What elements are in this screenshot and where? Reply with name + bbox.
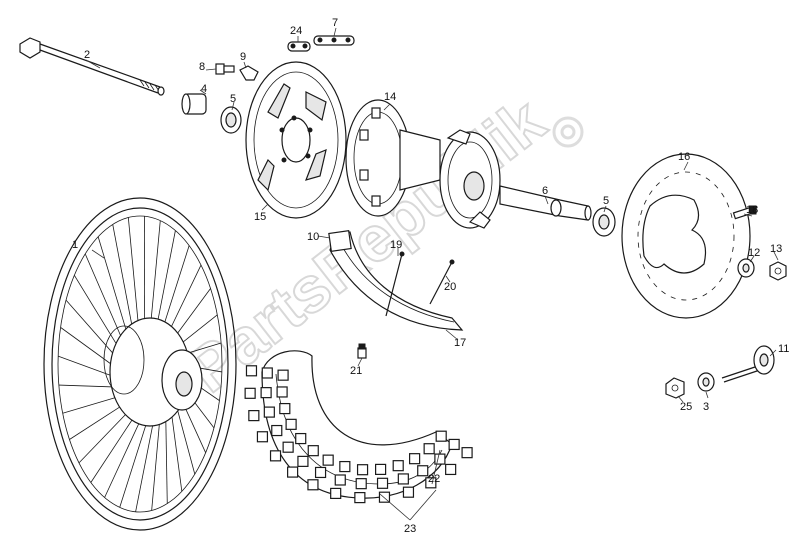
- callout-14: 14: [384, 91, 396, 103]
- tyre-knob: [272, 426, 282, 436]
- part-bearing-right: [593, 208, 615, 236]
- tyre-knob: [331, 488, 341, 498]
- tyre-knob: [446, 464, 456, 474]
- callout-3: 3: [703, 401, 709, 413]
- tyre-knob: [278, 370, 288, 380]
- tyre-knob: [296, 434, 306, 444]
- part-chain-link-24: [288, 42, 310, 51]
- callout-8: 8: [199, 61, 205, 73]
- tyre-knob: [298, 456, 308, 466]
- part-valve: [358, 344, 366, 358]
- tyre-knob: [286, 419, 296, 429]
- part-nut-25: [666, 378, 684, 398]
- spoke: [128, 218, 139, 336]
- tyre-knob: [358, 465, 368, 475]
- part-chain-adjuster: [722, 346, 774, 382]
- tyre-knob: [462, 448, 472, 458]
- tyre-knob: [277, 387, 287, 397]
- tyre-knob: [280, 404, 290, 414]
- part-sprocket: [246, 62, 346, 218]
- tyre-knob: [257, 432, 267, 442]
- tyre-knob: [323, 455, 333, 465]
- tyre-knob: [436, 431, 446, 441]
- tyre-knob: [418, 466, 428, 476]
- tyre-knob: [424, 444, 434, 454]
- callout-23: 23: [404, 523, 416, 535]
- tyre-knob: [246, 366, 256, 376]
- callout-22: 22: [428, 473, 440, 485]
- callout-5-right: 5: [603, 195, 609, 207]
- callout-5-left: 5: [230, 93, 236, 105]
- part-small-bolt: [216, 64, 234, 74]
- tyre-knob: [398, 474, 408, 484]
- part-spacer-4: [182, 94, 206, 114]
- callout-6: 6: [542, 185, 548, 197]
- tyre-knob: [378, 478, 388, 488]
- tyre-knob: [449, 439, 459, 449]
- tyre-knob: [283, 442, 293, 452]
- tyre-knob: [410, 454, 420, 464]
- callout-4: 4: [201, 83, 207, 95]
- tyre-knob: [435, 454, 445, 464]
- callout-13: 13: [770, 243, 782, 255]
- tyre-knob: [340, 462, 350, 472]
- tyre-knob: [271, 451, 281, 461]
- part-bearing-left: [221, 107, 241, 133]
- tyre-knob: [249, 411, 259, 421]
- callout-24: 24: [290, 25, 302, 37]
- callout-11: 11: [778, 343, 789, 355]
- callout-21: 21: [350, 365, 362, 377]
- callout-18: 18: [746, 204, 758, 216]
- callout-25: 25: [680, 401, 692, 413]
- part-washer-3: [698, 373, 714, 391]
- callout-7: 7: [332, 17, 338, 29]
- part-clip: [240, 66, 258, 80]
- tyre-knob: [393, 461, 403, 471]
- callout-1: 1: [72, 239, 78, 251]
- tyre-knob: [288, 467, 298, 477]
- tyre-knob: [335, 475, 345, 485]
- callout-2: 2: [84, 49, 90, 61]
- tyre-knob: [403, 487, 413, 497]
- callout-12: 12: [748, 247, 760, 259]
- spoke: [155, 230, 175, 332]
- callout-16: 16: [678, 151, 690, 163]
- part-rear-hub: [440, 130, 500, 228]
- watermark-gear-icon: [554, 118, 582, 146]
- part-nut-13: [770, 262, 786, 280]
- callout-15: 15: [254, 211, 266, 223]
- part-brake-disc: [622, 154, 750, 318]
- tyre-knob: [261, 388, 271, 398]
- tyre-knob: [262, 368, 272, 378]
- spoke: [120, 412, 150, 507]
- callout-17: 17: [454, 337, 466, 349]
- tyre-knob: [376, 464, 386, 474]
- part-washer-12: [738, 259, 754, 277]
- tyre-knob: [264, 407, 274, 417]
- callout-9: 9: [240, 51, 246, 63]
- callout-19: 19: [390, 239, 402, 251]
- tyre-knob: [355, 493, 365, 503]
- tyre-knob: [356, 479, 366, 489]
- tyre-knob: [316, 467, 326, 477]
- tyre-knob: [245, 388, 255, 398]
- tyre-knob: [308, 446, 318, 456]
- tyre-knob: [308, 480, 318, 490]
- callout-20: 20: [444, 281, 456, 293]
- part-chain-link-7: [314, 36, 354, 45]
- part-axle: [20, 38, 164, 95]
- callout-10: 10: [307, 231, 319, 243]
